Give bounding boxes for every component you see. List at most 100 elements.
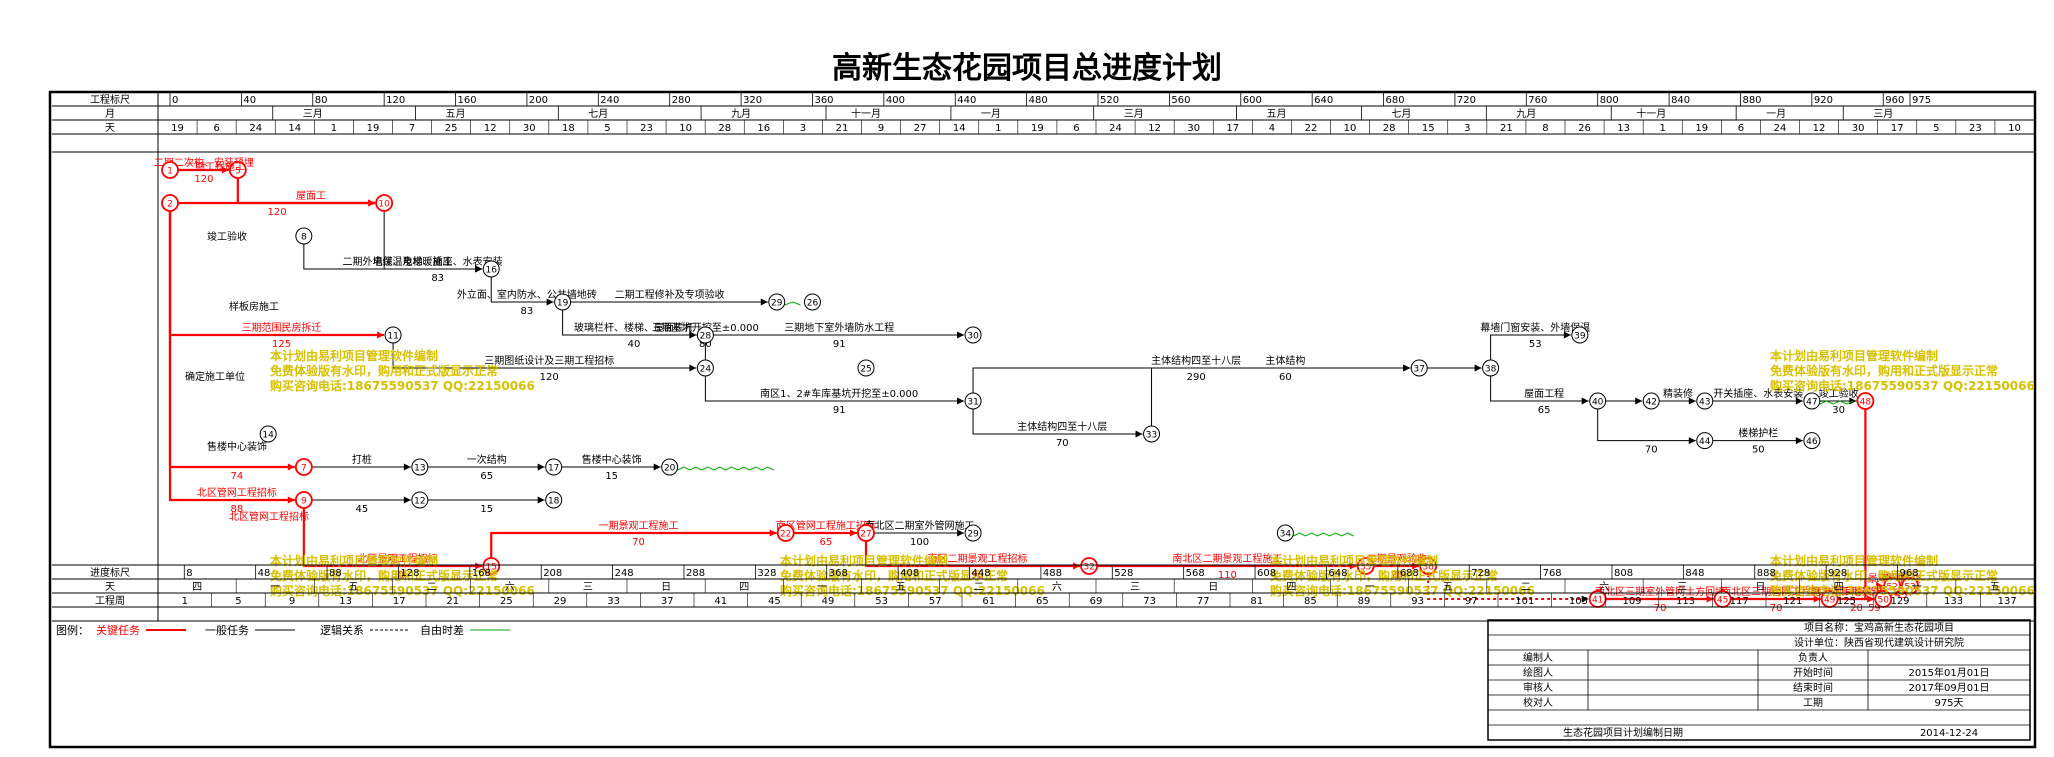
- weekday-cell: 四: [1834, 582, 1844, 593]
- event-node-number: 42: [1646, 398, 1657, 408]
- info-key: 绘图人: [1523, 666, 1553, 679]
- month-name: 五月: [1266, 108, 1286, 120]
- weekday-cell: 一: [1912, 582, 1922, 593]
- progress-scale-label: 进度标尺: [90, 566, 130, 579]
- weekday-cell: 二: [974, 582, 984, 593]
- info-table: 项目名称：宝鸡高新生态花园项目设计单位：陕西省现代建筑设计研究院编制人负责人绘图…: [1488, 620, 2030, 740]
- day-cell: 21: [1500, 123, 1513, 134]
- day-cell: 5: [1933, 123, 1939, 134]
- progress-tick-label: 808: [1614, 568, 1633, 579]
- day-cell: 6: [213, 123, 219, 134]
- arrow-head: [538, 464, 545, 471]
- event-node-number: 11: [387, 332, 398, 342]
- task-label: 主体结构: [1265, 354, 1305, 367]
- info-key: 开始时间: [1793, 666, 1833, 679]
- task-label: 北区管网工程招标: [197, 486, 277, 499]
- month-name: 七月: [588, 108, 608, 120]
- progress-tick-label: 768: [1543, 568, 1562, 579]
- day-label: 天: [105, 123, 115, 134]
- info-key: 编制人: [1523, 651, 1553, 664]
- scale-tick-label: 160: [458, 95, 477, 106]
- arrow-head: [689, 365, 696, 372]
- task-duration: 83: [431, 273, 444, 284]
- arrow-head: [1475, 365, 1482, 372]
- info-key: 工期: [1803, 697, 1823, 709]
- week-cell: 117: [1730, 596, 1749, 607]
- day-cell: 12: [1148, 123, 1161, 134]
- week-cell: 105: [1569, 596, 1588, 607]
- day-cell: 30: [523, 123, 536, 134]
- progress-tick-label: 288: [686, 568, 705, 579]
- task-duration: 100: [910, 537, 929, 548]
- week-cell: 77: [1197, 596, 1210, 607]
- scale-tick-label: 760: [1528, 95, 1547, 106]
- month-name: 十一月: [1636, 107, 1666, 120]
- watermark-text: 免费体验版有水印，购用和正式版显示正常: [270, 363, 498, 378]
- side-label: 竣工验收: [207, 230, 247, 243]
- week-cell: 73: [1143, 596, 1156, 607]
- task-label: 楼梯护栏: [1738, 427, 1778, 440]
- month-name: 五月: [446, 108, 466, 120]
- progress-tick-label: 448: [972, 568, 991, 579]
- event-node-number: 43: [1699, 398, 1710, 408]
- watermark-text: 免费体验版有水印，购用和正式版显示正常: [1270, 568, 1498, 583]
- task-label: 南北区二期景观工程施工: [1172, 552, 1282, 565]
- task-duration: 15: [480, 504, 493, 515]
- event-node-number: 28: [700, 332, 712, 342]
- event-node-number: 33: [1146, 431, 1157, 441]
- scale-label: 工程标尺: [90, 94, 130, 106]
- outer-frame: [50, 92, 2035, 747]
- task-duration: 91: [833, 405, 846, 416]
- event-node-number: 19: [557, 299, 569, 309]
- task-label: 三期范围民房拆迁: [242, 321, 322, 334]
- scale-tick-label: 880: [1742, 95, 1761, 106]
- event-node-number: 32: [1083, 563, 1094, 573]
- task-duration: 65: [819, 537, 832, 548]
- progress-tick-label: 408: [900, 568, 919, 579]
- watermark-text: 免费体验版有水印，购用和正式版显示正常: [1770, 363, 1998, 378]
- task-duration: 30: [1832, 405, 1845, 416]
- event-node-number: 47: [1806, 398, 1817, 408]
- event-node-number: 24: [700, 365, 712, 375]
- day-cell: 17: [1226, 123, 1239, 134]
- day-cell: 6: [1738, 123, 1744, 134]
- week-cell: 137: [1998, 596, 2017, 607]
- legend-item-label: 逻辑关系: [320, 623, 364, 637]
- scale-tick-label: 975: [1912, 95, 1931, 106]
- info-value: 975天: [1934, 698, 1963, 709]
- task-label: 二期工程修补及专项验收: [615, 288, 725, 301]
- day-cell: 5: [604, 123, 610, 134]
- weekday-cell: 三: [583, 582, 593, 593]
- scale-tick-label: 840: [1671, 95, 1690, 106]
- scale-tick-label: 800: [1600, 95, 1619, 106]
- day-cell: 19: [171, 123, 184, 134]
- progress-tick-label: 128: [400, 568, 419, 579]
- week-cell: 61: [982, 596, 995, 607]
- info-key: 结束时间: [1793, 681, 1833, 694]
- watermark-text: 免费体验版有水印，购用和正式版显示正常: [1770, 568, 1998, 583]
- critical-arrow: [170, 211, 384, 335]
- watermark-text: 本计划由易利项目管理软件编制: [1770, 553, 1938, 568]
- footer-date: 2014-12-24: [1920, 728, 1978, 739]
- week-cell: 89: [1358, 596, 1371, 607]
- event-node-number: 41: [1592, 596, 1603, 606]
- week-cell: 33: [607, 596, 620, 607]
- week-cell: 125: [1837, 596, 1856, 607]
- event-node-number: 46: [1806, 437, 1818, 447]
- arrow-head: [1635, 398, 1642, 405]
- event-node-number: 29: [771, 299, 783, 309]
- arrow-head: [288, 497, 295, 504]
- scale-tick-label: 200: [529, 95, 548, 106]
- week-cell: 21: [446, 596, 459, 607]
- week-cell: 81: [1250, 596, 1263, 607]
- day-cell: 4: [1269, 123, 1275, 134]
- task-duration: 70: [1056, 438, 1069, 449]
- task-duration: 91: [833, 339, 846, 350]
- task-label: 屋面工程: [1524, 388, 1564, 400]
- day-cell: 3: [1464, 123, 1470, 134]
- month-name: 三月: [1873, 108, 1893, 120]
- event-node-number: 16: [486, 266, 498, 276]
- info-value: 2017年09月01日: [1909, 681, 1990, 694]
